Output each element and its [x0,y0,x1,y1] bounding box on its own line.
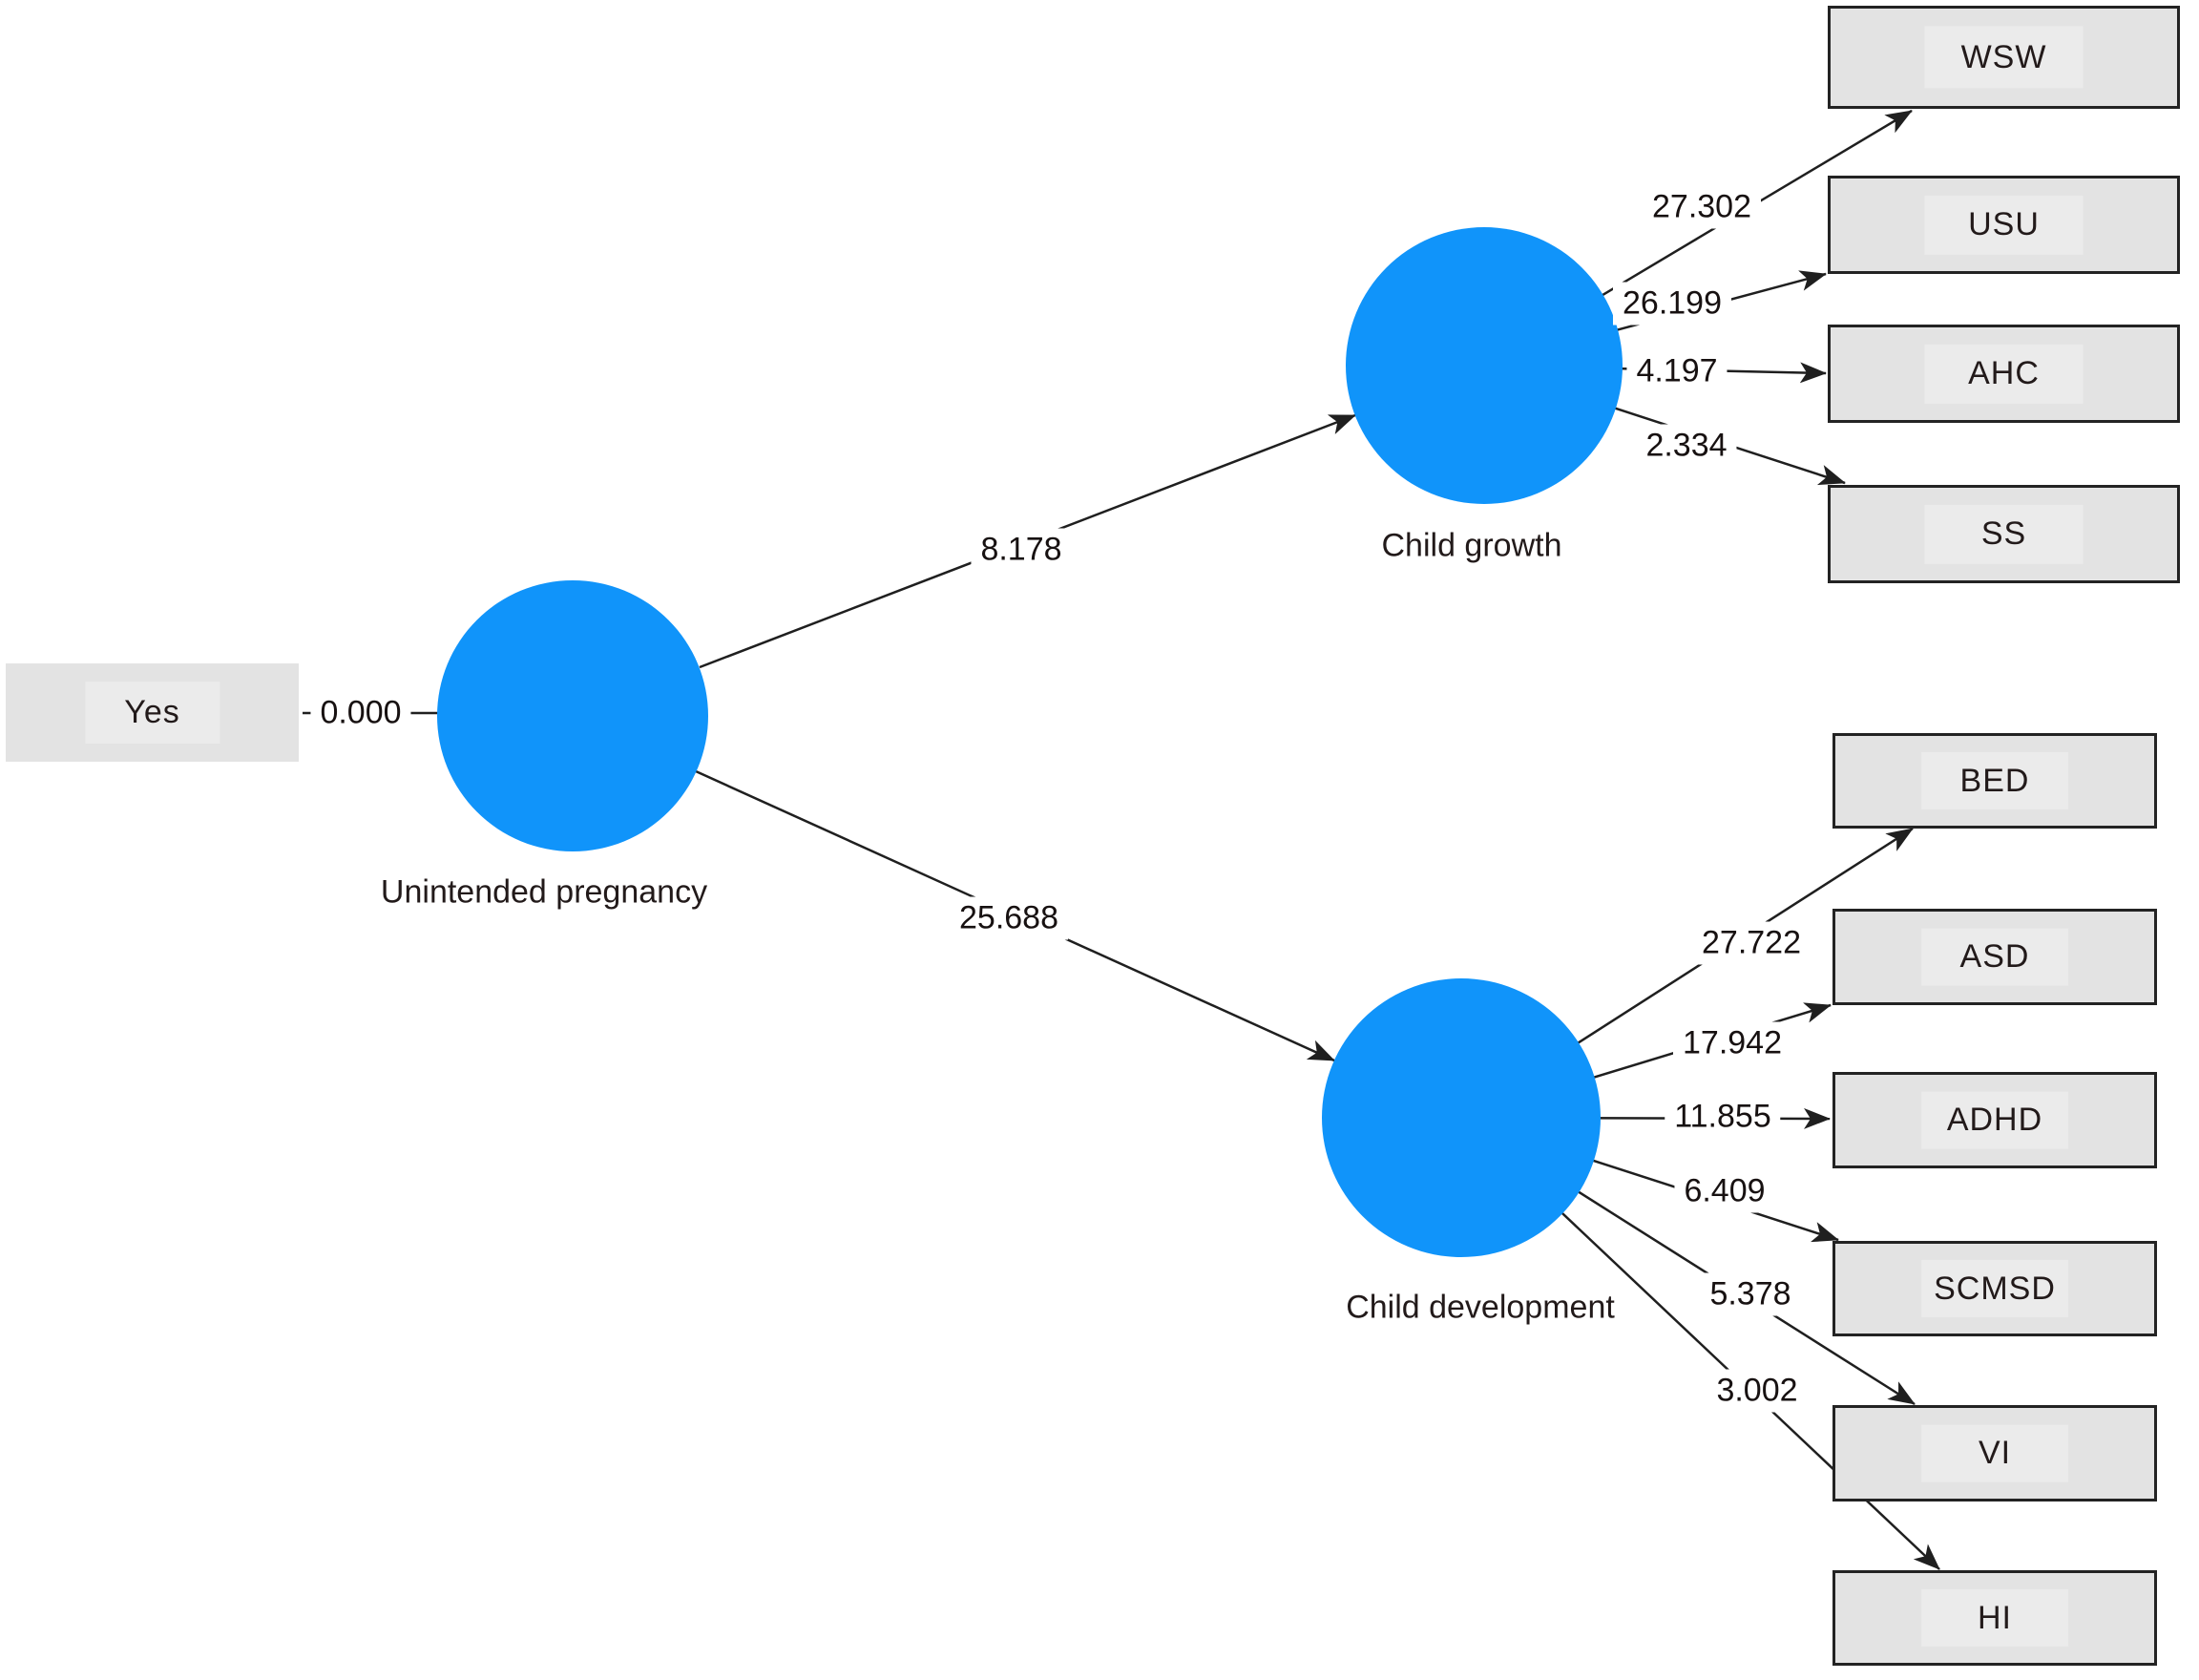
latent-label-child-development: Child development [1346,1289,1615,1326]
indicator-box-vi[interactable]: VI [1832,1405,2157,1502]
indicator-label: HI [1978,1599,2012,1636]
latent-node-unintended-pregnancy[interactable] [437,580,708,851]
box-inner-highlight [84,681,220,745]
box-inner-highlight [1921,1259,2068,1318]
loading-value-hi: 3.002 [1707,1369,1808,1413]
loading-value-asd: 17.942 [1673,1021,1791,1065]
latent-label-unintended-pregnancy: Unintended pregnancy [380,873,708,911]
loading-value-scmsd: 6.409 [1674,1169,1775,1213]
loading-value-adhd: 11.855 [1665,1095,1781,1139]
indicator-box-adhd[interactable]: ADHD [1832,1072,2157,1168]
indicator-label: USU [1968,206,2040,242]
indicator-box-ss[interactable]: SS [1828,485,2180,583]
path-value-growth: 8.178 [971,528,1072,572]
loading-value-wsw: 27.302 [1643,185,1761,229]
loading-value-bed: 27.722 [1692,921,1811,965]
indicator-box-wsw[interactable]: WSW [1828,6,2180,109]
box-inner-highlight [1921,751,2068,810]
box-inner-highlight [1921,1091,2068,1149]
indicator-label: ADHD [1946,1102,2043,1138]
loading-value-yes: 0.000 [310,691,411,735]
latent-label-child-growth: Child growth [1381,527,1562,564]
indicator-label: SS [1980,515,2027,552]
loading-value-ahc: 4.197 [1626,349,1728,393]
indicator-label: ASD [1959,938,2030,975]
path-value-development: 25.688 [950,896,1068,940]
indicator-label: AHC [1968,355,2040,391]
box-inner-highlight [1924,504,2084,564]
indicator-box-bed[interactable]: BED [1832,733,2157,829]
box-inner-highlight [1924,344,2084,404]
box-inner-highlight [1924,26,2084,89]
loading-value-vi: 5.378 [1700,1272,1801,1316]
loading-value-ss: 2.334 [1636,424,1737,468]
indicator-box-asd[interactable]: ASD [1832,909,2157,1005]
box-inner-highlight [1921,928,2068,986]
indicator-box-usu[interactable]: USU [1828,176,2180,274]
indicator-box-ahc[interactable]: AHC [1828,325,2180,423]
indicator-box-scmsd[interactable]: SCMSD [1832,1241,2157,1336]
indicator-box-yes[interactable]: Yes [6,663,299,762]
indicator-label: SCMSD [1934,1270,2056,1307]
latent-node-child-growth[interactable] [1346,227,1623,504]
indicator-label: BED [1959,762,2030,799]
indicator-box-hi[interactable]: HI [1832,1570,2157,1666]
box-inner-highlight [1921,1424,2068,1482]
indicator-label: VI [1978,1435,2012,1471]
box-inner-highlight [1921,1588,2068,1648]
indicator-label: WSW [1960,38,2047,75]
latent-node-child-development[interactable] [1322,978,1601,1257]
box-inner-highlight [1924,195,2084,255]
loading-value-usu: 26.199 [1613,282,1731,326]
indicator-label: Yes [124,694,180,730]
